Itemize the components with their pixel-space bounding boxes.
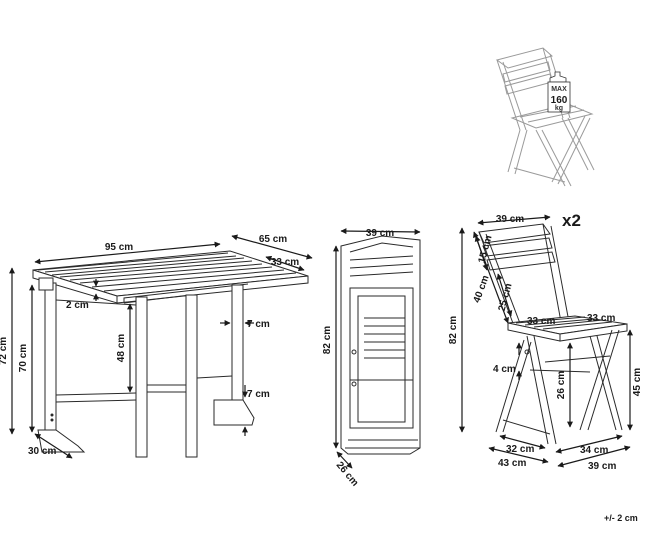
table-inner-height-label: 48 cm <box>116 334 127 362</box>
table-depth-label: 65 cm <box>259 234 287 245</box>
table-width-label: 95 cm <box>105 242 133 253</box>
chair-seat-height-label: 45 cm <box>632 368 643 396</box>
chair-base-width-label: 39 cm <box>588 461 616 472</box>
table-height-label: 72 cm <box>0 337 9 365</box>
chair-base-depth-label: 43 cm <box>498 458 526 469</box>
table-leg-width-label: 7 cm <box>247 319 270 330</box>
table-drawing <box>32 250 309 458</box>
chair-backrest-span-label: 40 cm <box>472 274 492 305</box>
preview-chair-drawing <box>495 47 595 187</box>
chair-quantity-label: x2 <box>562 211 581 230</box>
chair-seat-thickness-label: 4 cm <box>493 364 516 375</box>
chair-seat-width-label: 33 cm <box>527 316 555 327</box>
load-badge-line1: MAX <box>551 86 567 93</box>
table-foot-depth-label: 30 cm <box>28 446 56 457</box>
table-leg-height-label: 70 cm <box>18 344 29 372</box>
folded-chair-height-label: 82 cm <box>322 326 333 354</box>
chair-backrest-width-label: 39 cm <box>496 214 524 225</box>
folded-chair-depth-label: 26 cm <box>334 460 361 489</box>
tolerance-label: +/- 2 cm <box>604 513 638 523</box>
load-badge-line2: 160 <box>551 95 568 106</box>
table-top-thickness-label: 2 cm <box>66 300 89 311</box>
table-foot-height-label: 7 cm <box>247 389 270 400</box>
folded-chair-drawing <box>340 235 421 455</box>
chair-dimensions: x2 39 cm 15 cm 40 cm 25 cm 82 cm 33 cm 3… <box>448 211 643 472</box>
chair-total-height-label: 82 cm <box>448 316 459 344</box>
table-leaf-depth-label: 33 cm <box>271 257 299 268</box>
chair-leg-inner-height-label: 26 cm <box>556 371 567 399</box>
load-badge-line3: kg <box>555 105 563 112</box>
chair-seat-depth-label: 33 cm <box>587 313 615 324</box>
chair-drawing <box>478 223 628 445</box>
table-dimensions: 95 cm 65 cm 33 cm 2 cm 72 cm 70 cm 48 cm… <box>0 234 313 459</box>
folded-chair-width-label: 39 cm <box>366 228 394 239</box>
max-load-badge: MAX 160 kg <box>547 71 571 113</box>
